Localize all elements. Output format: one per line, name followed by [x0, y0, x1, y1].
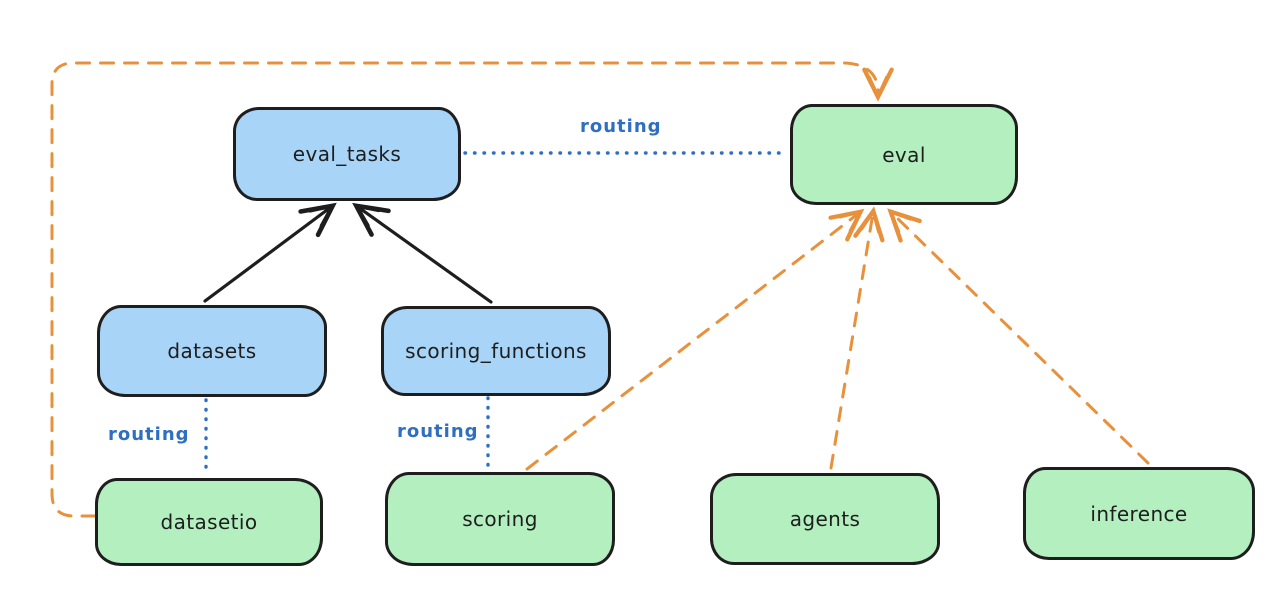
node-eval-tasks: eval_tasks [233, 107, 461, 201]
edge-scoring-to-eval [525, 208, 865, 471]
node-agents-label: agents [789, 507, 861, 531]
node-eval-label: eval [882, 142, 926, 167]
node-scoring-functions-label: scoring_functions [405, 339, 587, 363]
node-scoring-label: scoring [462, 507, 538, 531]
edge-agents-to-eval [829, 206, 885, 470]
node-scoring-functions: scoring_functions [381, 306, 611, 396]
node-datasets-label: datasets [167, 339, 257, 363]
edge-datasetio-to-eval [50, 61, 894, 518]
node-agents: agents [710, 473, 940, 565]
node-eval: eval [790, 104, 1018, 205]
node-datasetio: datasetio [95, 478, 323, 566]
node-datasets: datasets [97, 305, 327, 397]
edge-datasets-to-eval-tasks [203, 202, 337, 303]
edge-inference-to-eval [887, 208, 1150, 465]
routing-label-scoring-functions-scoring: routing [397, 421, 479, 442]
node-inference: inference [1023, 467, 1255, 560]
node-datasetio-label: datasetio [160, 510, 258, 534]
edge-scoring-functions-to-eval-tasks [352, 202, 493, 304]
routing-label-eval-tasks-eval: routing [580, 116, 662, 137]
routing-label-datasets-datasetio: routing [108, 424, 190, 445]
node-inference-label: inference [1090, 501, 1188, 526]
node-eval-tasks-label: eval_tasks [292, 142, 402, 166]
node-scoring: scoring [385, 472, 615, 566]
